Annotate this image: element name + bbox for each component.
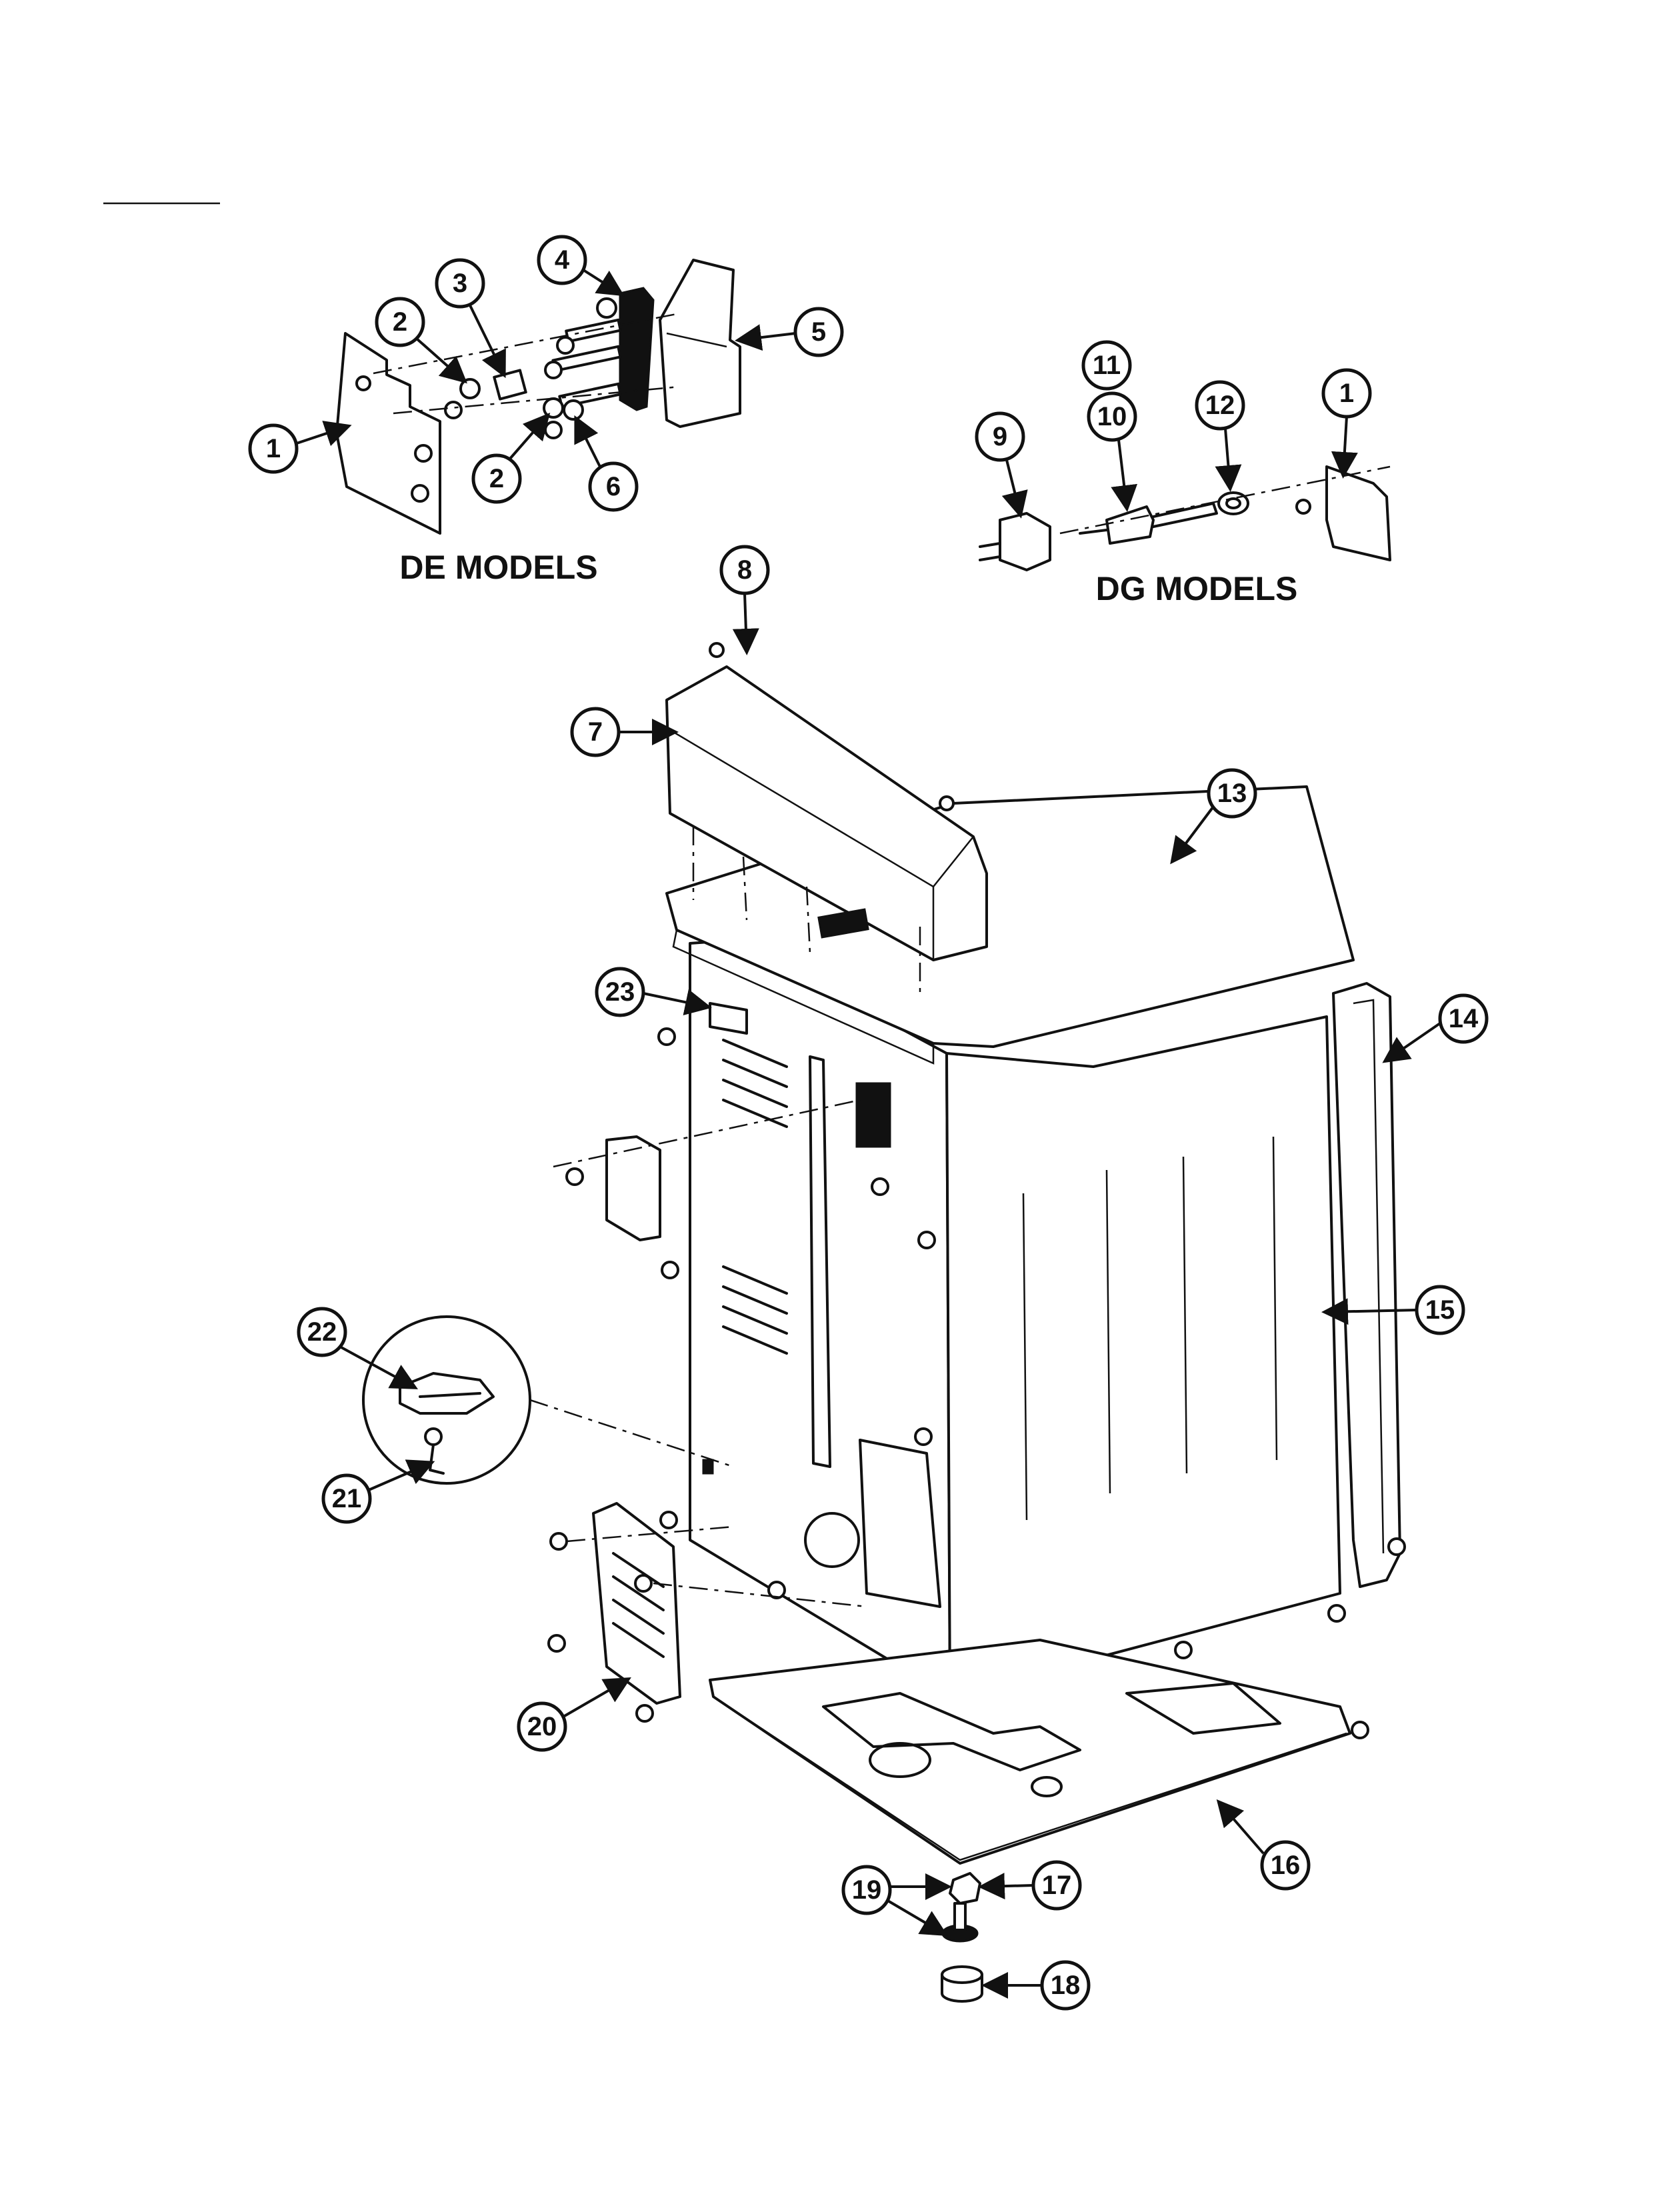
leveling-leg: [941, 1872, 983, 2003]
svg-text:14: 14: [1449, 1004, 1479, 1033]
callout-12: 12: [1195, 380, 1245, 492]
callout-2b: 2: [471, 412, 551, 504]
callout-11: 11: [1081, 340, 1132, 391]
svg-text:1: 1: [266, 434, 281, 463]
callout-6: 6: [574, 415, 639, 512]
screw: [355, 375, 371, 391]
screw: [549, 1532, 568, 1551]
cabinet-base: [709, 1639, 1351, 1865]
callout-7: 7: [570, 707, 679, 757]
svg-text:8: 8: [737, 555, 752, 585]
svg-text:16: 16: [1271, 1851, 1301, 1880]
terminal-block: [619, 287, 655, 411]
hex-nut: [459, 378, 481, 399]
callout-23: 23: [595, 967, 712, 1017]
svg-text:3: 3: [453, 269, 467, 298]
callout-13: 13: [1170, 768, 1257, 865]
back-vents-upper: [722, 1039, 788, 1128]
svg-text:18: 18: [1051, 1971, 1081, 2000]
power-plug: [999, 512, 1051, 571]
callout-14: 14: [1382, 993, 1489, 1063]
svg-text:17: 17: [1042, 1871, 1072, 1900]
callout-5: 5: [735, 307, 844, 357]
terminal-screws: [544, 297, 622, 409]
callout-21: 21: [321, 1459, 435, 1524]
back-vents-lower: [722, 1265, 788, 1355]
callout-8: 8: [719, 545, 770, 655]
control-hood: [665, 665, 988, 961]
back-cover-plate: [605, 1135, 661, 1241]
dg-models-label: DG MODELS: [1096, 570, 1298, 607]
svg-text:10: 10: [1097, 402, 1127, 431]
svg-text:23: 23: [605, 977, 635, 1007]
callout-4: 4: [537, 235, 625, 297]
access-panel-vents: [612, 1552, 665, 1658]
callout-10: 10: [1087, 391, 1138, 512]
callout-16: 16: [1216, 1799, 1311, 1891]
washer: [563, 399, 584, 421]
callout-17: 17: [978, 1860, 1082, 1911]
svg-text:5: 5: [811, 317, 826, 347]
terminal-bracket: [659, 259, 741, 428]
screw: [444, 401, 463, 419]
svg-text:6: 6: [606, 472, 621, 501]
svg-text:20: 20: [527, 1712, 557, 1741]
callout-19: 19: [841, 1865, 952, 1937]
svg-text:11: 11: [1093, 351, 1121, 380]
callout-20: 20: [517, 1677, 631, 1752]
svg-text:13: 13: [1217, 779, 1247, 808]
screw: [544, 421, 563, 439]
screw: [635, 1704, 654, 1723]
cabinet-terminal-block: [855, 1082, 891, 1148]
screw: [634, 1574, 653, 1593]
svg-text:15: 15: [1425, 1295, 1455, 1325]
svg-text:21: 21: [332, 1484, 362, 1513]
grommet: [1217, 491, 1249, 515]
svg-text:7: 7: [588, 717, 603, 747]
callout-3: 3: [435, 258, 506, 379]
cabinet-side-panel: [945, 1015, 1341, 1698]
svg-text:2: 2: [489, 464, 504, 493]
callout-18: 18: [981, 1960, 1091, 2011]
console-label: [817, 908, 869, 939]
svg-text:1: 1: [1339, 379, 1354, 408]
plate-hole: [414, 444, 433, 463]
svg-text:19: 19: [852, 1875, 882, 1905]
callout-1: 1: [248, 421, 352, 474]
callout-22: 22: [297, 1307, 419, 1389]
svg-text:2: 2: [393, 307, 407, 337]
de-models-label: DE MODELS: [399, 549, 597, 586]
front-panel-side: [1332, 982, 1401, 1588]
callout-15: 15: [1321, 1285, 1465, 1335]
callout-9: 9: [975, 411, 1028, 519]
svg-text:9: 9: [993, 422, 1007, 451]
svg-text:22: 22: [307, 1317, 337, 1347]
rating-plate: [709, 1002, 748, 1035]
callout-2: 2: [375, 297, 467, 384]
screw: [547, 1634, 566, 1653]
de-models-group: 1 2 3 4 5 2 6: [248, 235, 844, 586]
svg-text:4: 4: [555, 245, 570, 275]
plate-hole: [411, 484, 429, 503]
screw: [659, 1511, 678, 1529]
strain-relief-clip: [493, 369, 527, 401]
clamp-detail-inset: [362, 1315, 734, 1485]
screw: [1295, 499, 1311, 515]
hex-nut: [543, 397, 564, 419]
svg-text:12: 12: [1205, 391, 1235, 420]
callout-1b: 1: [1321, 368, 1372, 479]
gas-cover-plate: [1325, 465, 1391, 561]
power-cord: [1105, 505, 1155, 545]
dryer-cabinet: [362, 642, 1406, 2003]
dg-models-group: 9 11 10 12 1 DG MODELS: [975, 340, 1391, 607]
